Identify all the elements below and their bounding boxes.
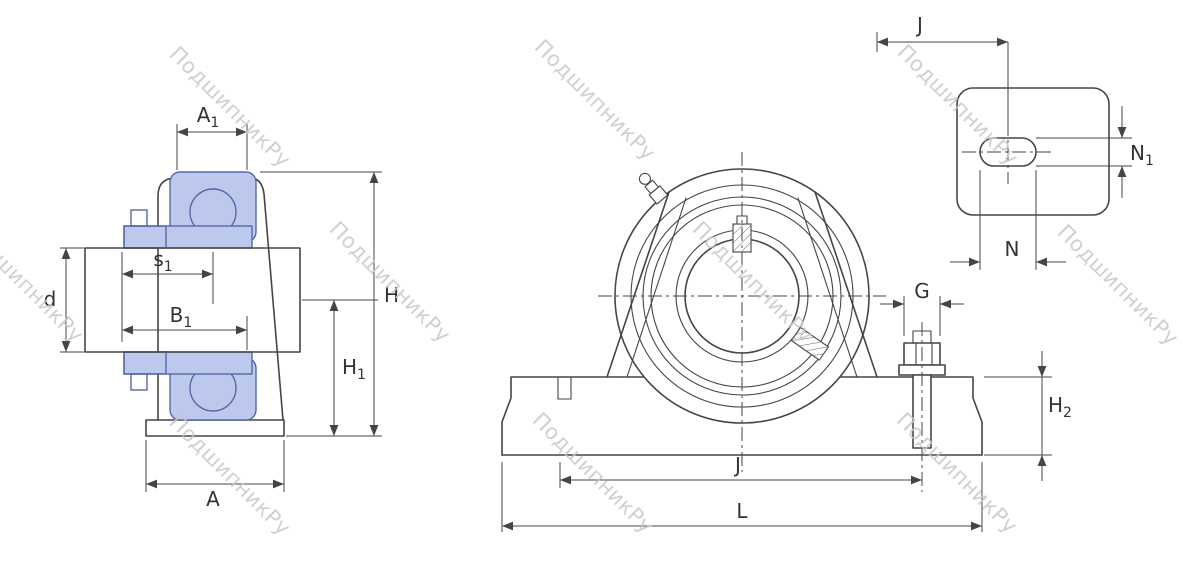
watermark-text: ПодшипникРу <box>1053 220 1183 350</box>
dim-label-a1: A1 <box>197 103 220 131</box>
dim-h2: H2 <box>984 351 1072 481</box>
watermark-text: ПодшипникРу <box>0 217 88 347</box>
bearing-top-inner-ring <box>123 225 253 249</box>
side-view: A1 s1 d B1 H <box>44 103 399 511</box>
anchor-bolt <box>898 322 946 492</box>
set-screw-angled <box>790 326 830 361</box>
dim-n1: N1 <box>1036 106 1154 198</box>
dim-label-j-front: J <box>733 453 741 477</box>
shaft <box>84 247 301 353</box>
watermark-text: ПодшипникРу <box>688 217 818 347</box>
dim-label-d: d <box>44 287 57 311</box>
dim-h: H <box>260 171 399 437</box>
front-view: G H2 J L <box>501 152 1072 532</box>
dim-label-h: H <box>384 283 399 307</box>
watermark-text: ПодшипникРу <box>325 217 455 347</box>
bearing-top-set-screw <box>130 209 148 227</box>
bearing-bottom-inner-ring <box>123 351 253 375</box>
dim-h1: H1 <box>302 299 378 436</box>
dim-label-l: L <box>736 499 748 523</box>
dim-label-s1: s1 <box>153 247 172 275</box>
grease-fitting <box>638 172 669 205</box>
dim-label-g: G <box>914 279 930 303</box>
grease-fitting-ball <box>638 172 651 185</box>
dim-a1: A1 <box>176 103 248 170</box>
body-slope-left-inner <box>626 197 687 378</box>
bearing-bottom-set-screw <box>130 373 148 391</box>
watermark-text: ПодшипникРу <box>528 408 658 538</box>
dim-j-top: J <box>876 13 1009 130</box>
body-slope-right-inner <box>797 197 858 378</box>
dim-label-b1: B1 <box>170 303 193 331</box>
dim-label-n1: N1 <box>1130 141 1154 169</box>
dim-g: G <box>880 279 964 336</box>
dim-label-j-top: J <box>915 13 923 37</box>
watermark-text: ПодшипникРу <box>530 35 660 165</box>
dim-label-n: N <box>1005 237 1020 261</box>
dim-s1: s1 <box>121 247 214 342</box>
dim-label-a: A <box>206 487 220 511</box>
watermark-text: ПодшипникРу <box>165 42 295 172</box>
dim-b1: B1 <box>122 303 248 350</box>
set-screw-angled-body <box>790 326 830 361</box>
dim-l: L <box>501 462 983 532</box>
dim-label-h1: H1 <box>342 355 366 383</box>
dim-a: A <box>145 440 285 511</box>
top-view: J N1 N <box>876 13 1154 270</box>
dim-d: d <box>44 247 84 353</box>
dim-j-front: J <box>559 453 922 488</box>
dim-n: N <box>950 170 1066 270</box>
dim-label-h2: H2 <box>1048 393 1072 421</box>
watermark-text: ПодшипникРу <box>892 408 1022 538</box>
base-outline-left <box>501 376 645 456</box>
